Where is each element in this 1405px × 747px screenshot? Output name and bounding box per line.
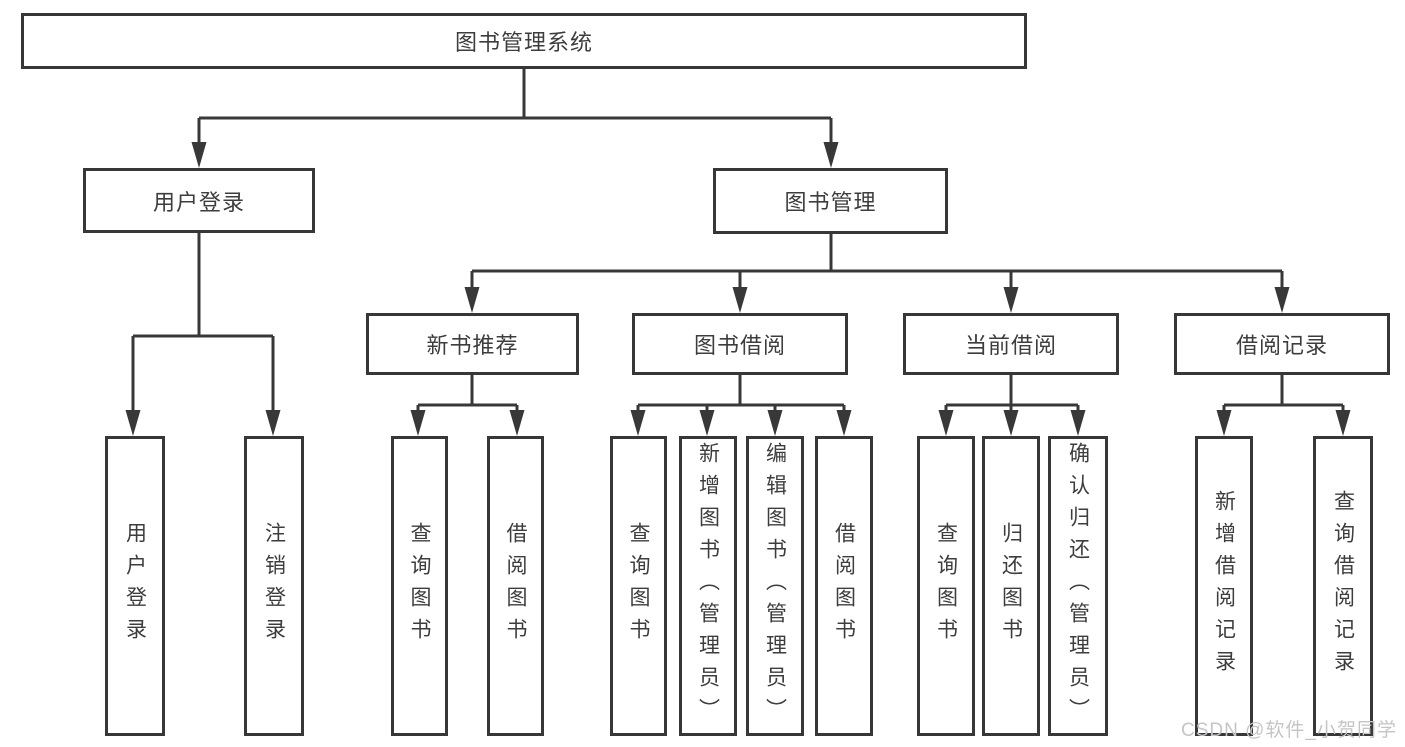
leaf-query-book: 查询图书 (917, 436, 975, 736)
leaf-add-book-admin: 新增图书（管理员） (679, 436, 737, 736)
leaf-query-borrow-record: 查询借阅记录 (1313, 436, 1373, 736)
node-current-borrow: 当前借阅 (903, 313, 1119, 375)
node-borrow-record: 借阅记录 (1174, 313, 1390, 375)
leaf-borrow-book: 借阅图书 (815, 436, 873, 736)
leaf-query-book: 查询图书 (610, 436, 667, 736)
node-library-management-system: 图书管理系统 (21, 13, 1027, 69)
leaf-add-borrow-record: 新增借阅记录 (1195, 436, 1253, 736)
node-book-management: 图书管理 (713, 168, 948, 234)
node-book-borrow: 图书借阅 (632, 313, 848, 375)
leaf-return-book: 归还图书 (982, 436, 1040, 736)
leaf-confirm-return-admin: 确认归还（管理员） (1048, 436, 1108, 736)
leaf-borrow-book: 借阅图书 (487, 436, 544, 736)
node-user-login: 用户登录 (83, 168, 315, 233)
leaf-logout: 注销登录 (244, 436, 304, 736)
leaf-user-login: 用户登录 (105, 436, 165, 736)
node-new-book-recommend: 新书推荐 (366, 313, 579, 375)
leaf-query-book: 查询图书 (391, 436, 448, 736)
csdn-watermark: CSDN @软件_小贺同学 (1181, 720, 1397, 741)
leaf-edit-book-admin: 编辑图书（管理员） (746, 436, 804, 736)
